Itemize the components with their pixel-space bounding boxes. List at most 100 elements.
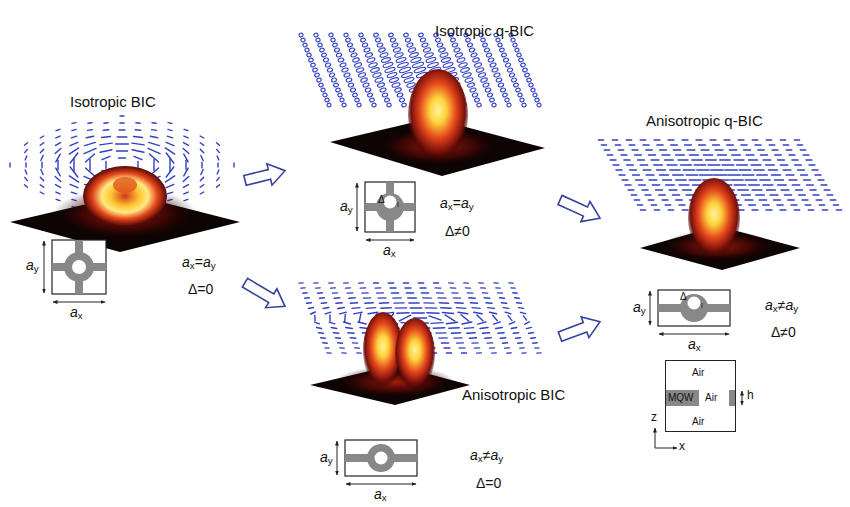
polarization-dash [508, 316, 512, 321]
polarization-dash [136, 122, 140, 124]
polarization-dash [640, 164, 647, 165]
polarization-ellipse [526, 78, 531, 83]
offset-mark [398, 202, 399, 207]
dimension-line [44, 241, 45, 293]
polarization-ellipse [423, 47, 431, 53]
polarization-dash [652, 184, 659, 185]
polarization-dash [760, 154, 767, 155]
polarization-dash [694, 164, 706, 165]
polarization-dash [315, 322, 320, 324]
polarization-dash [795, 164, 802, 165]
polarization-dash [769, 144, 775, 145]
axis-label: x [679, 440, 685, 453]
polarization-dash [651, 159, 659, 160]
panel: Anisotropic q-BIC AirMQWAirAir [600, 100, 850, 450]
polarization-dash [427, 312, 439, 314]
polarization-dash [763, 204, 770, 205]
polarization-ellipse [375, 38, 381, 43]
polarization-dash [794, 209, 800, 210]
hollow-arrow [244, 164, 285, 186]
polarization-ellipse [349, 47, 355, 52]
polarization-dash [84, 148, 96, 153]
polarization-dash [505, 312, 511, 314]
polarization-dash [780, 164, 787, 165]
polarization-dash [470, 302, 477, 304]
polarization-dash [377, 292, 384, 294]
polarization-dash [381, 307, 391, 309]
polarization-dash [679, 184, 689, 185]
polarization-dash [749, 159, 758, 160]
polarization-dash [659, 194, 666, 195]
polarization-dash [478, 322, 486, 324]
panel: Isotropic BIC [0, 85, 245, 335]
polarization-ellipse [501, 53, 507, 58]
polarization-dash [183, 177, 189, 182]
polarization-ellipse [437, 42, 444, 47]
polarization-ellipse [312, 68, 317, 73]
polarization-dash [819, 204, 824, 205]
polarization-ellipse [322, 93, 327, 98]
polarization-dash [418, 282, 423, 283]
polarization-dash [454, 337, 462, 339]
polarization-ellipse [363, 47, 370, 52]
polarization-dash [100, 143, 112, 145]
polarization-ellipse [362, 42, 368, 47]
polarization-dash [824, 189, 830, 190]
polarization-ellipse [358, 33, 363, 38]
polarization-dash [718, 154, 727, 155]
polarization-ellipse [469, 47, 475, 52]
polarization-dash [607, 154, 613, 155]
polarization-dash [102, 137, 111, 138]
polarization-dash [344, 314, 346, 321]
polarization-dash [734, 184, 746, 185]
polarization-ellipse [365, 87, 371, 92]
polarization-dash [525, 322, 530, 324]
polarization-dash [646, 149, 653, 150]
cell-hole [72, 260, 86, 274]
polarization-dash [699, 144, 706, 145]
polarization-dash [701, 149, 709, 150]
mode-peak [408, 69, 468, 161]
polarization-ellipse [493, 72, 500, 77]
polarization-dash [56, 136, 60, 138]
polarization-dash [86, 168, 95, 176]
polarization-dash [200, 185, 204, 188]
polarization-dash [357, 352, 361, 354]
dimension-label: ax [374, 487, 387, 504]
cross-section-box: AirMQWAirAir [665, 360, 736, 432]
parameter-label: Δ≠0 [445, 224, 470, 239]
polarization-dash [710, 139, 716, 140]
polarization-ellipse [347, 43, 353, 48]
polarization-dash [535, 347, 539, 349]
cell-hole [375, 452, 388, 465]
polarization-dash [25, 177, 28, 180]
polarization-dash [810, 189, 816, 190]
polarization-dash [654, 209, 659, 210]
polarization-dash [711, 169, 724, 170]
polarization-dash [648, 154, 655, 155]
polarization-dash [687, 149, 695, 150]
polarization-ellipse [323, 58, 329, 63]
polarization-ellipse [384, 98, 390, 103]
polarization-dash [833, 204, 838, 205]
polarization-ellipse [488, 57, 495, 62]
polarization-dash [352, 342, 357, 344]
polarization-dash [685, 144, 692, 145]
polarization-dash [152, 129, 157, 131]
polarization-dash [621, 154, 627, 155]
polarization-dash [513, 332, 518, 334]
polarization-dash [459, 347, 465, 349]
polarization-dash [153, 159, 154, 170]
polarization-dash [627, 164, 634, 165]
polarization-dash [331, 287, 336, 289]
polarization-dash [409, 302, 419, 303]
polarization-ellipse [496, 77, 503, 82]
polarization-dash [529, 332, 534, 334]
polarization-dash [739, 169, 751, 170]
axis-label: Δ [378, 194, 385, 205]
polarization-dash [713, 144, 720, 145]
polarization-dash [134, 156, 142, 159]
polarization-ellipse [478, 72, 486, 78]
polarization-dash [340, 312, 347, 314]
panel-title: Anisotropic q-BIC [646, 112, 763, 129]
